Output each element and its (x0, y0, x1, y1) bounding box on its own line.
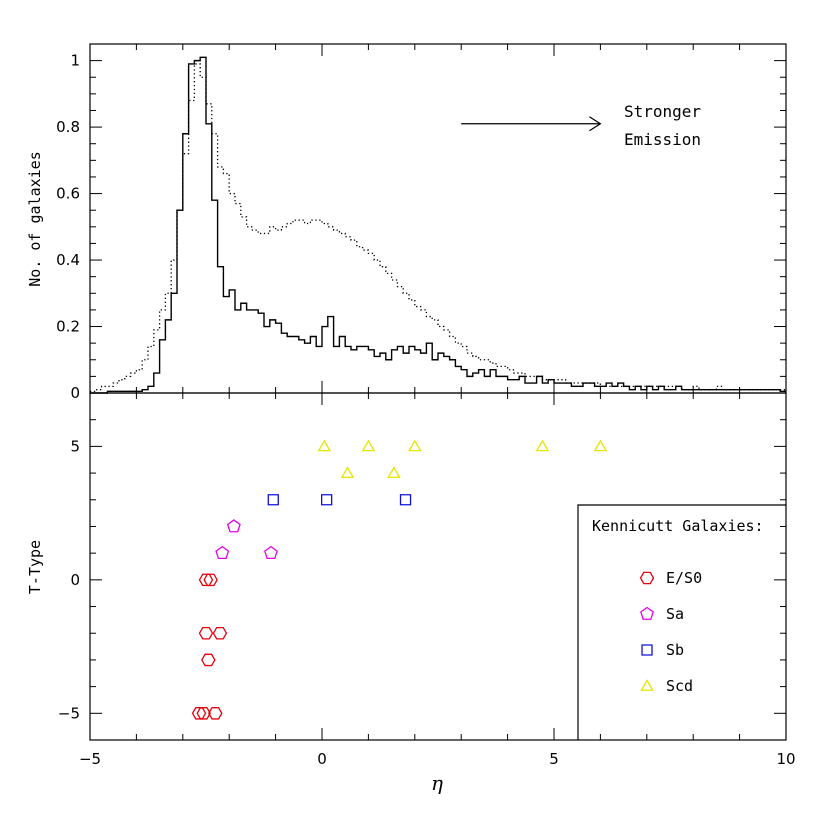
histogram-y-tick-label: 0.6 (56, 185, 80, 203)
histogram-series-solid (90, 56, 786, 394)
histogram-y-tick-label: 1 (70, 52, 80, 70)
point-sa (264, 545, 278, 560)
histogram-y-tick-label: 0.2 (56, 318, 80, 336)
legend-marker-e-s0 (639, 571, 655, 585)
point-e-s0 (203, 573, 218, 587)
point-sb (399, 494, 412, 506)
histogram-y-tick-label: 0.8 (56, 118, 80, 136)
point-scd (535, 439, 550, 452)
histogram-y-tick-label: 0 (70, 384, 80, 402)
legend-marker-sb (641, 644, 653, 656)
point-e-s0 (198, 626, 214, 640)
scatter-y-tick-label: 0 (70, 571, 80, 589)
scatter-x-axis-label: η (431, 771, 443, 795)
histogram-ticks (89, 44, 787, 394)
point-e-s0 (208, 707, 223, 720)
scatter-y-axis-label: T-Type (26, 540, 44, 594)
scatter-x-tick-labels: −5 0 5 10 (79, 750, 796, 768)
legend-box (577, 504, 786, 740)
legend-title: Kennicutt Galaxies: (592, 517, 764, 535)
legend-label-sa: Sa (666, 605, 684, 623)
point-sa (215, 545, 230, 560)
emission-arrow-head (589, 116, 602, 132)
annotation-line-stronger: Stronger (624, 102, 701, 121)
point-scd (361, 439, 376, 452)
emission-annotation: Stronger Emission (461, 102, 701, 149)
annotation-line-emission: Emission (624, 130, 701, 149)
histogram-series-dotted (90, 63, 786, 392)
point-e-s0 (196, 707, 211, 720)
legend-label-e-s0: E/S0 (666, 569, 702, 587)
scatter-y-tick-label: 5 (70, 437, 80, 455)
point-sb (320, 494, 333, 506)
legend-marker-scd (640, 679, 654, 691)
legend-label-scd: Scd (666, 677, 693, 695)
legend-label-sb: Sb (666, 641, 684, 659)
point-e-s0 (212, 626, 228, 640)
point-scd (408, 439, 422, 452)
point-sa (226, 519, 241, 533)
histogram-y-tick-labels: 0 0.2 0.4 0.6 0.8 1 (56, 52, 80, 402)
histogram-y-axis-label: No. of galaxies (26, 151, 44, 286)
scatter-x-tick-label: 0 (317, 750, 327, 768)
point-sb (267, 494, 279, 506)
point-scd (340, 466, 355, 478)
point-scd (387, 466, 401, 478)
legend-marker-sa (640, 606, 654, 620)
point-scd (317, 439, 332, 452)
scatter-y-tick-label: −5 (58, 704, 80, 722)
scatter-x-tick-label: −5 (79, 750, 101, 768)
scatter-panel: −5 0 5 −5 0 5 10 T-Type η Kennicutt Galaxies:… (26, 392, 796, 795)
point-e-s0 (201, 653, 216, 667)
scatter-points (191, 439, 608, 720)
point-scd (593, 439, 608, 452)
scatter-x-tick-label: 10 (776, 750, 795, 768)
scatter-x-tick-label: 5 (549, 750, 559, 768)
histogram-y-tick-label: 0.4 (56, 251, 80, 269)
histogram-series-group (90, 56, 786, 394)
scatter-y-tick-labels: −5 0 5 (58, 437, 80, 722)
scatter-frame (89, 392, 787, 741)
